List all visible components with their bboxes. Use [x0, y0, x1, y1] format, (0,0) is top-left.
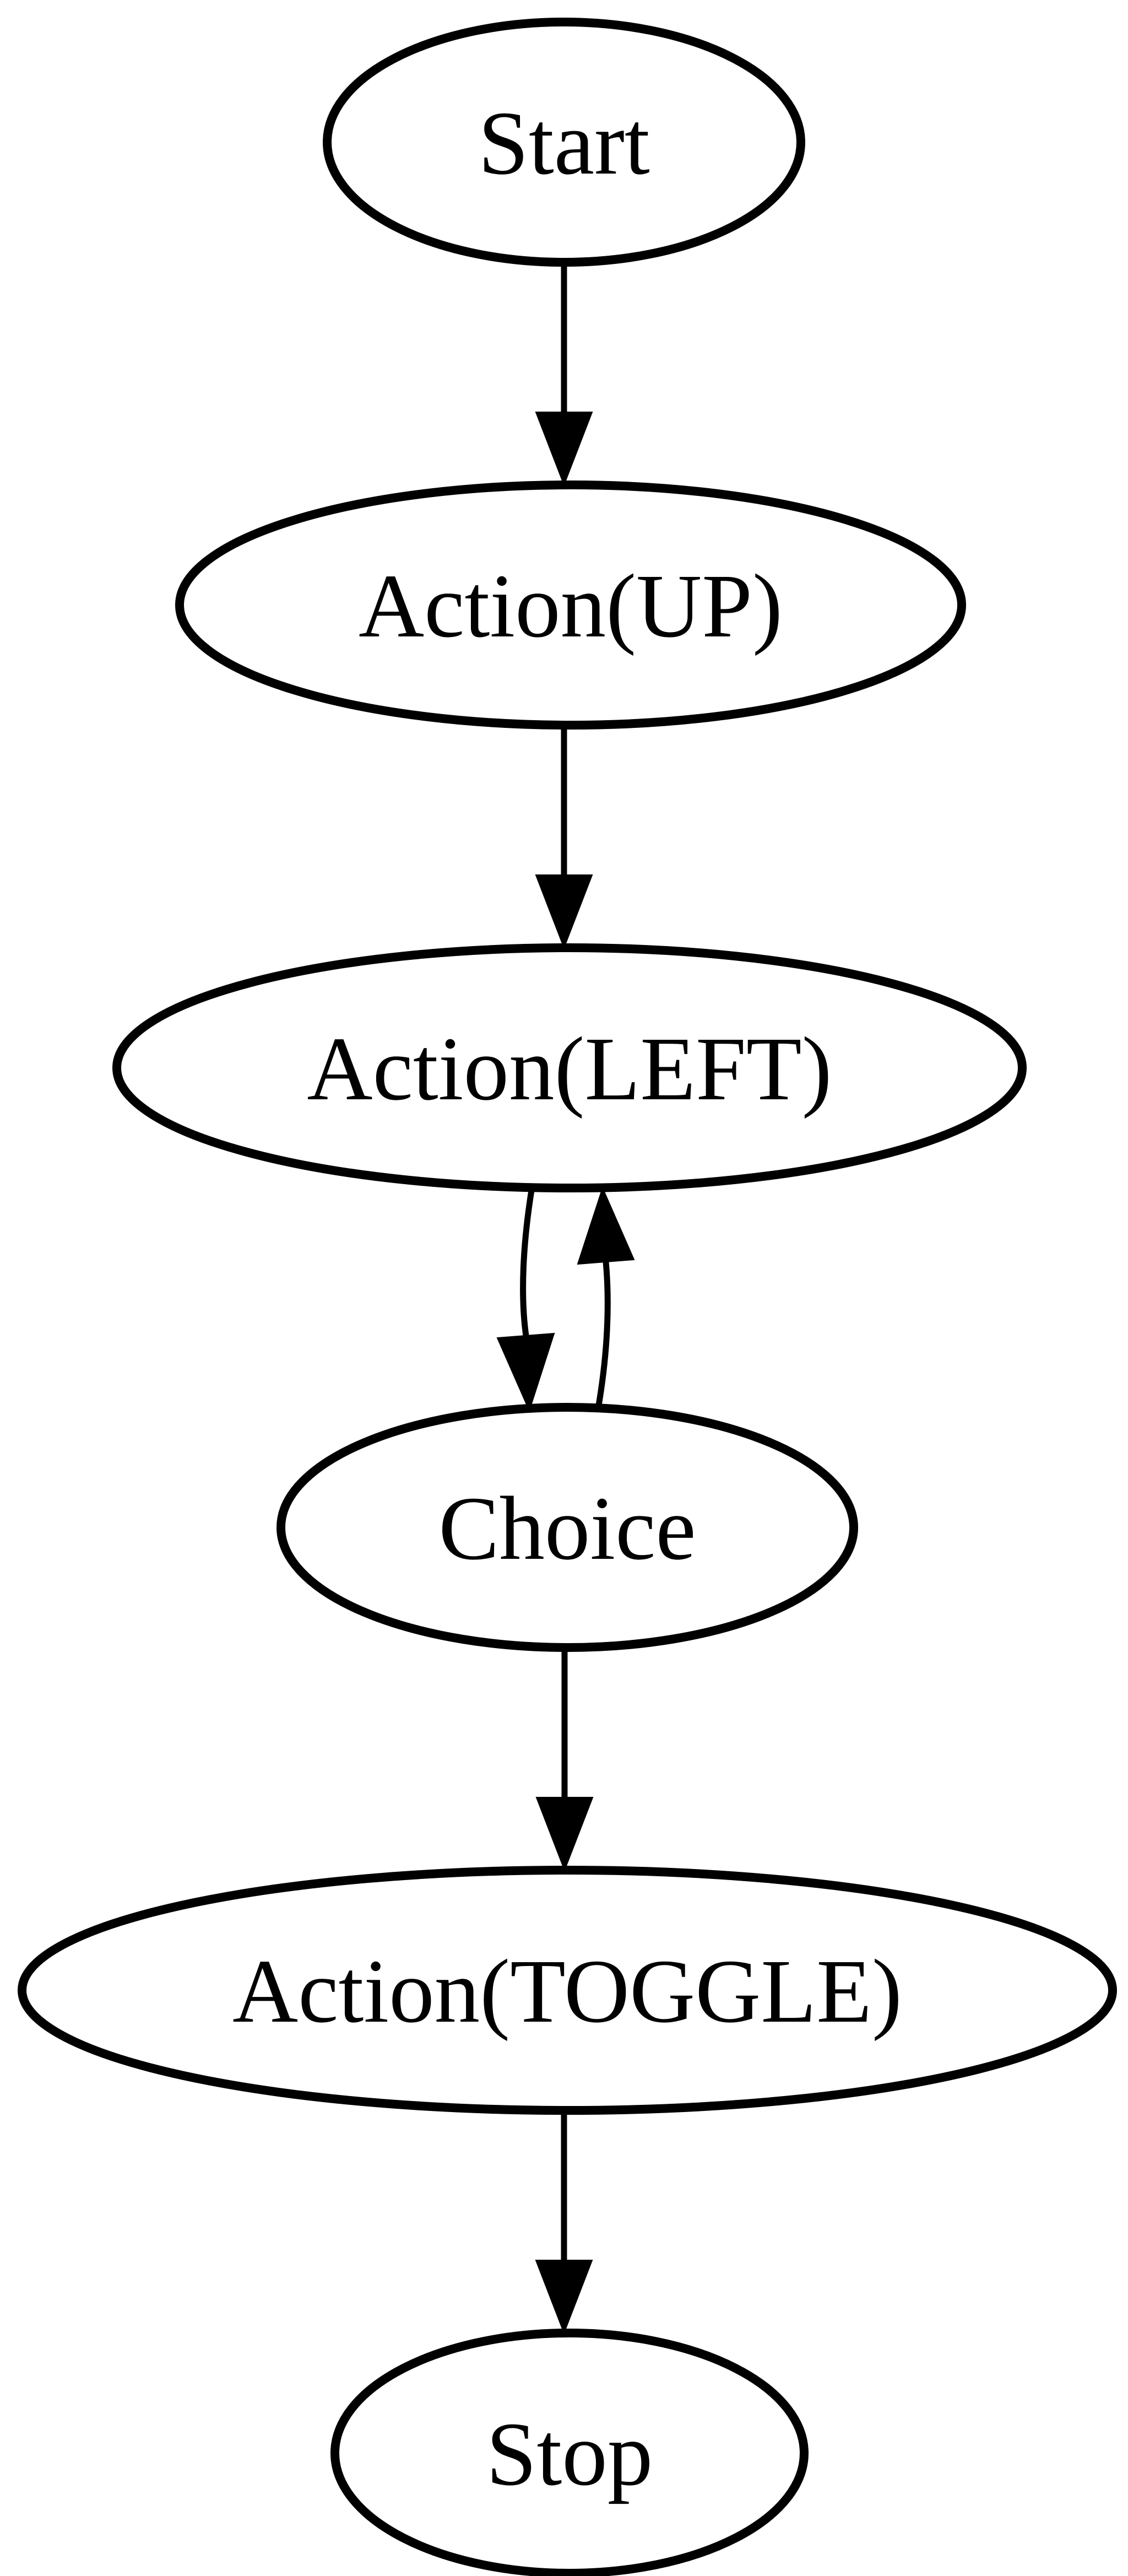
arrowhead-down-icon: [535, 412, 593, 487]
node-choice-ellipse: [276, 1403, 858, 1652]
edge-choice-to-action-toggle: [535, 1648, 594, 1872]
node-start: Start: [323, 18, 805, 267]
arrowhead-up-icon: [577, 1186, 635, 1265]
node-action-left: Action(LEFT): [112, 943, 1027, 1192]
node-action-left-label: Action(LEFT): [307, 1018, 832, 1119]
edge-choice-to-action-left-line: [595, 1261, 611, 1409]
node-choice: Choice: [276, 1403, 858, 1652]
edge-start-to-action-up: [535, 262, 593, 487]
node-action-toggle-label: Action(TOGGLE): [232, 1941, 902, 2042]
arrowhead-down-icon: [535, 874, 593, 949]
node-action-up: Action(UP): [175, 480, 966, 730]
edge-action-up-to-action-left: [535, 725, 593, 949]
edge-action-left-to-choice: [496, 1186, 555, 1412]
node-stop-label: Stop: [486, 2404, 653, 2504]
node-start-ellipse: [323, 18, 805, 267]
node-action-toggle-ellipse: [18, 1866, 1117, 2115]
node-choice-label: Choice: [438, 1478, 696, 1579]
edge-action-toggle-to-stop: [535, 2110, 593, 2335]
node-action-up-label: Action(UP): [359, 555, 783, 656]
node-stop: Stop: [330, 2329, 809, 2576]
node-stop-ellipse: [330, 2329, 809, 2576]
node-action-left-ellipse: [112, 943, 1027, 1192]
edge-action-left-to-choice-line: [520, 1186, 535, 1336]
node-action-up-ellipse: [175, 480, 966, 730]
arrowhead-down-icon: [535, 1797, 594, 1872]
edge-choice-to-action-left: [577, 1186, 635, 1409]
node-start-label: Start: [478, 93, 650, 193]
arrowhead-down-icon: [496, 1332, 555, 1412]
arrowhead-down-icon: [535, 2260, 593, 2335]
node-action-toggle: Action(TOGGLE): [18, 1866, 1117, 2115]
